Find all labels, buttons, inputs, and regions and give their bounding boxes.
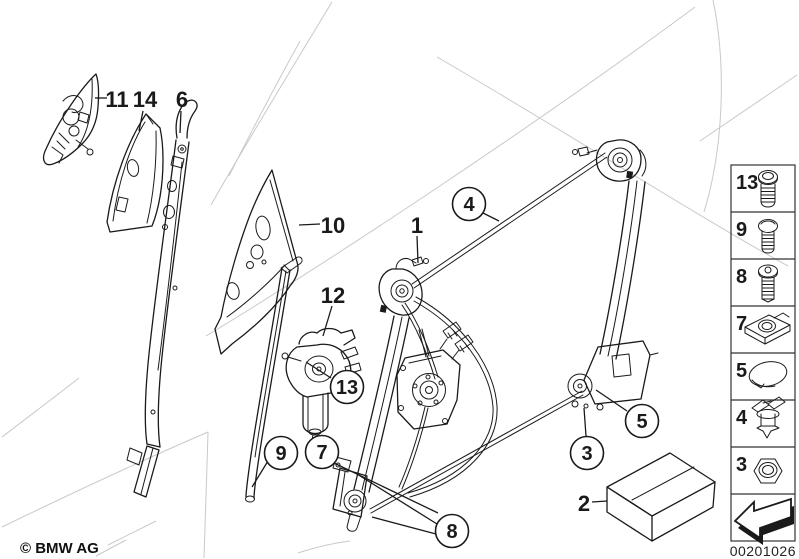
torx-screw-icon <box>758 170 778 208</box>
callout-label: 13 <box>336 377 358 399</box>
sidebar-cell-arrow[interactable] <box>733 497 794 545</box>
callout-circled-13[interactable]: 13 <box>305 361 365 405</box>
callout-6[interactable]: 6 <box>176 87 188 134</box>
callout-circled-4[interactable]: 4 <box>451 186 500 222</box>
short-screw-icon <box>758 219 778 254</box>
part-window-motor <box>281 327 362 440</box>
callout-12[interactable]: 12 <box>321 283 345 337</box>
expanding-clip-icon <box>751 396 786 439</box>
callout-circled-8[interactable]: 8 <box>356 473 470 549</box>
callout-label: 12 <box>321 283 345 308</box>
sidebar-item-label: 9 <box>736 219 747 241</box>
callout-label: 6 <box>176 87 188 112</box>
flange-screw-icon <box>758 264 778 303</box>
hex-nut-icon <box>753 458 783 484</box>
cover-cap-icon <box>748 361 788 389</box>
callout-label: 2 <box>578 491 590 516</box>
callout-circled-9[interactable]: 9 <box>251 435 299 488</box>
part-number: 00201026 <box>730 543 796 559</box>
part-mirror-triangle-cover <box>42 73 100 166</box>
part-window-regulator <box>332 139 659 532</box>
sidebar-cell-9[interactable]: 9 <box>736 219 778 254</box>
callout-label: 7 <box>316 442 327 464</box>
sidebar-item-label: 4 <box>736 407 748 429</box>
hardware-sidebar: 13 9 8 <box>730 164 796 545</box>
sidebar-item-label: 7 <box>736 313 747 335</box>
copyright-notice: © BMW AG <box>20 540 99 557</box>
callout-label: 4 <box>463 194 475 216</box>
part-triangular-panel <box>214 169 303 355</box>
callout-label: 9 <box>275 443 286 465</box>
part-triangle-gasket <box>106 113 164 233</box>
callout-label: 14 <box>133 87 158 112</box>
callout-2[interactable]: 2 <box>578 491 608 516</box>
part-guide-rail <box>126 99 198 498</box>
part-hardware-box <box>606 452 716 542</box>
sidebar-cell-7[interactable]: 7 <box>736 312 791 345</box>
callout-11[interactable]: 11 <box>95 87 129 112</box>
callout-10[interactable]: 10 <box>298 213 345 238</box>
callout-label: 5 <box>636 411 647 433</box>
callout-label: 1 <box>411 213 423 238</box>
callout-1[interactable]: 1 <box>411 213 423 264</box>
callout-circled-3[interactable]: 3 <box>569 407 605 471</box>
sidebar-item-label: 3 <box>736 454 747 476</box>
callout-label: 3 <box>581 443 592 465</box>
callout-circled-7[interactable]: 7 <box>304 434 439 514</box>
sidebar-cell-8[interactable]: 8 <box>736 264 778 303</box>
callout-label: 8 <box>446 521 457 543</box>
part-channel-strip <box>245 267 291 503</box>
callout-label: 11 <box>105 87 128 112</box>
callout-circled-5[interactable]: 5 <box>595 389 660 439</box>
direction-arrow-icon <box>733 497 794 545</box>
sidebar-cell-4[interactable]: 4 <box>736 396 786 439</box>
callout-14[interactable]: 14 <box>133 87 158 132</box>
cage-nut-icon <box>744 312 791 345</box>
sidebar-cell-13[interactable]: 13 <box>736 170 778 208</box>
sidebar-item-label: 8 <box>736 266 747 288</box>
sidebar-cell-5[interactable]: 5 <box>736 358 789 389</box>
sidebar-cell-3[interactable]: 3 <box>736 454 783 484</box>
callout-label: 10 <box>321 213 345 238</box>
sidebar-item-label: 13 <box>736 172 758 194</box>
sidebar-item-label: 5 <box>736 360 747 382</box>
